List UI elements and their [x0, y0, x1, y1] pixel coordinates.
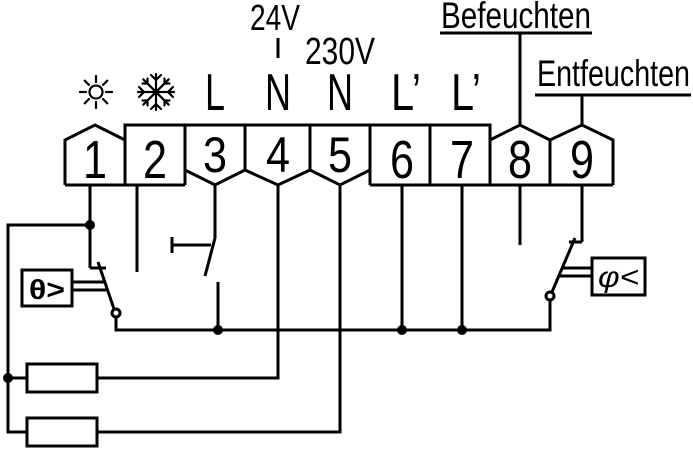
- terminal-4-function-label: N: [265, 64, 291, 122]
- terminal-8-outline: [489, 123, 552, 185]
- junction-dot: [213, 325, 223, 335]
- wire-resistor-1-to-terminal-4: [97, 185, 280, 380]
- temperature-switch-pivot: [110, 307, 122, 319]
- terminal-5-number: 5: [328, 127, 352, 183]
- terminal-4-number: 4: [266, 127, 290, 183]
- wire-left-bus: [6, 223, 90, 434]
- terminal-1-number: 1: [83, 130, 107, 190]
- humidity-switch-arm: [550, 237, 577, 293]
- terminal-row-top: [123, 123, 492, 185]
- terminal-3-function-label: L: [205, 64, 225, 122]
- temperature-switch-arm: [96, 261, 116, 310]
- terminal-2-number: 2: [143, 130, 167, 190]
- junction-dot: [457, 325, 467, 335]
- terminal-5-function-label: N: [327, 64, 353, 122]
- supply-mains-voltage-label: 230V: [305, 31, 376, 73]
- switch-terminal-3-arm: [203, 237, 217, 277]
- terminal-3-number: 3: [203, 127, 227, 183]
- terminal-9-number: 9: [570, 130, 594, 190]
- terminal-6-function-label: L’: [391, 64, 421, 122]
- terminal-9-outline: [549, 123, 615, 185]
- temperature-sensor-symbol: θ>: [29, 274, 65, 305]
- terminal-8-number: 8: [508, 130, 532, 190]
- wiring: [6, 185, 647, 448]
- wire-common-bus: [114, 300, 552, 332]
- junction-dot: [85, 220, 95, 230]
- supply-low-voltage-label: 24V: [250, 0, 300, 38]
- terminal-6-number: 6: [390, 130, 414, 190]
- humidity-switch-pivot: [544, 290, 556, 302]
- wire-resistor-2-to-terminal-5: [97, 185, 342, 434]
- dehumidify-label: Entfeuchten: [537, 53, 690, 94]
- sun-icon: [78, 74, 114, 110]
- junction-dot: [397, 325, 407, 335]
- humidity-sensor-symbol: φ<: [598, 261, 639, 294]
- terminal-1-outline: [63, 123, 126, 185]
- snowflake-icon: [136, 72, 176, 112]
- terminal-7-function-label: L’: [451, 64, 481, 122]
- temperature-sensor-box: [20, 268, 74, 308]
- junction-dot: [3, 373, 13, 383]
- resistor-2: [25, 416, 99, 448]
- humidify-label: Befeuchten: [441, 0, 591, 36]
- terminal-7-number: 7: [450, 130, 474, 190]
- resistor-1: [25, 362, 99, 394]
- humidity-sensor-box: [590, 256, 647, 297]
